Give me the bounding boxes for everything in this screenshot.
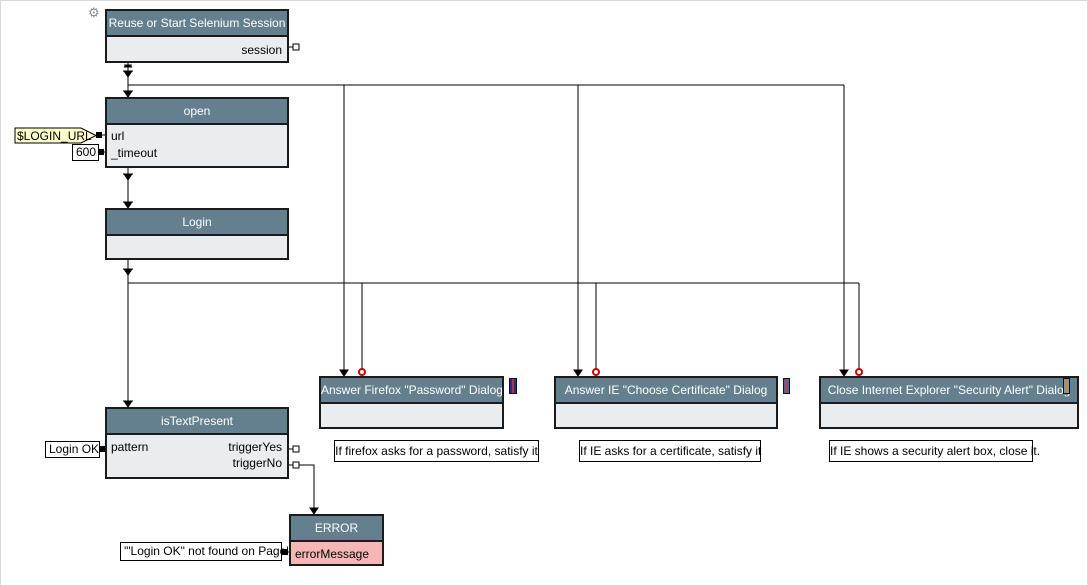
node-error[interactable]: ERROR errorMessage (289, 514, 384, 566)
node-login[interactable]: Login (105, 208, 289, 260)
constant-login-url[interactable]: $LOGIN_URL (17, 129, 92, 143)
node-title: Reuse or Start Selenium Session (107, 11, 287, 37)
node-title: Answer IE "Choose Certificate" Dialog (556, 378, 776, 404)
constant-pattern[interactable]: Login OK (45, 441, 100, 458)
output-port-session[interactable]: session (241, 43, 282, 57)
node-answer-ie-choose-certificate-dialog[interactable]: Answer IE "Choose Certificate" Dialog (554, 376, 778, 429)
exception-marker-icon (358, 368, 863, 376)
input-port-errormessage[interactable]: errorMessage (295, 547, 370, 561)
output-port-triggeryes[interactable]: triggerYes (228, 440, 282, 454)
note-firefox-password[interactable]: If firefox asks for a password, satisfy … (334, 440, 539, 462)
gear-icon: ⚙ (88, 5, 100, 20)
login-url-flag-shape (14, 127, 98, 144)
note-ie-security-alert[interactable]: If IE shows a security alert box, close … (829, 440, 1040, 462)
input-port-pattern[interactable]: pattern (111, 440, 149, 454)
note-ie-certificate[interactable]: If IE asks for a certificate, satisfy it (579, 440, 761, 462)
node-title: isTextPresent (107, 409, 287, 435)
constant-timeout[interactable]: 600 (72, 144, 99, 161)
breakpoint-indicator-icon (509, 378, 517, 394)
node-title: open (107, 99, 287, 125)
node-close-ie-security-alert-dialog[interactable]: Close Internet Explorer "Security Alert"… (819, 376, 1079, 429)
breakpoint-indicator-icon (783, 378, 790, 394)
node-open[interactable]: open url _timeout (105, 97, 289, 168)
node-istextpresent[interactable]: isTextPresent pattern triggerYes trigger… (105, 407, 289, 479)
input-port-timeout[interactable]: _timeout (111, 146, 158, 160)
node-answer-firefox-password-dialog[interactable]: Answer Firefox "Password" Dialog (319, 376, 504, 429)
node-title: Login (107, 210, 287, 236)
output-port-triggerno[interactable]: triggerNo (232, 456, 282, 470)
node-title: ERROR (291, 516, 382, 542)
input-port-url[interactable]: url (111, 129, 125, 143)
breakpoint-indicator-icon (1063, 378, 1070, 394)
node-title: Answer Firefox "Password" Dialog (321, 378, 502, 404)
node-reuse-or-start-selenium-session[interactable]: Reuse or Start Selenium Session session (105, 9, 289, 63)
node-title: Close Internet Explorer "Security Alert"… (821, 378, 1077, 404)
constant-error-message[interactable]: '"Login OK" not found on Page' (120, 542, 289, 561)
